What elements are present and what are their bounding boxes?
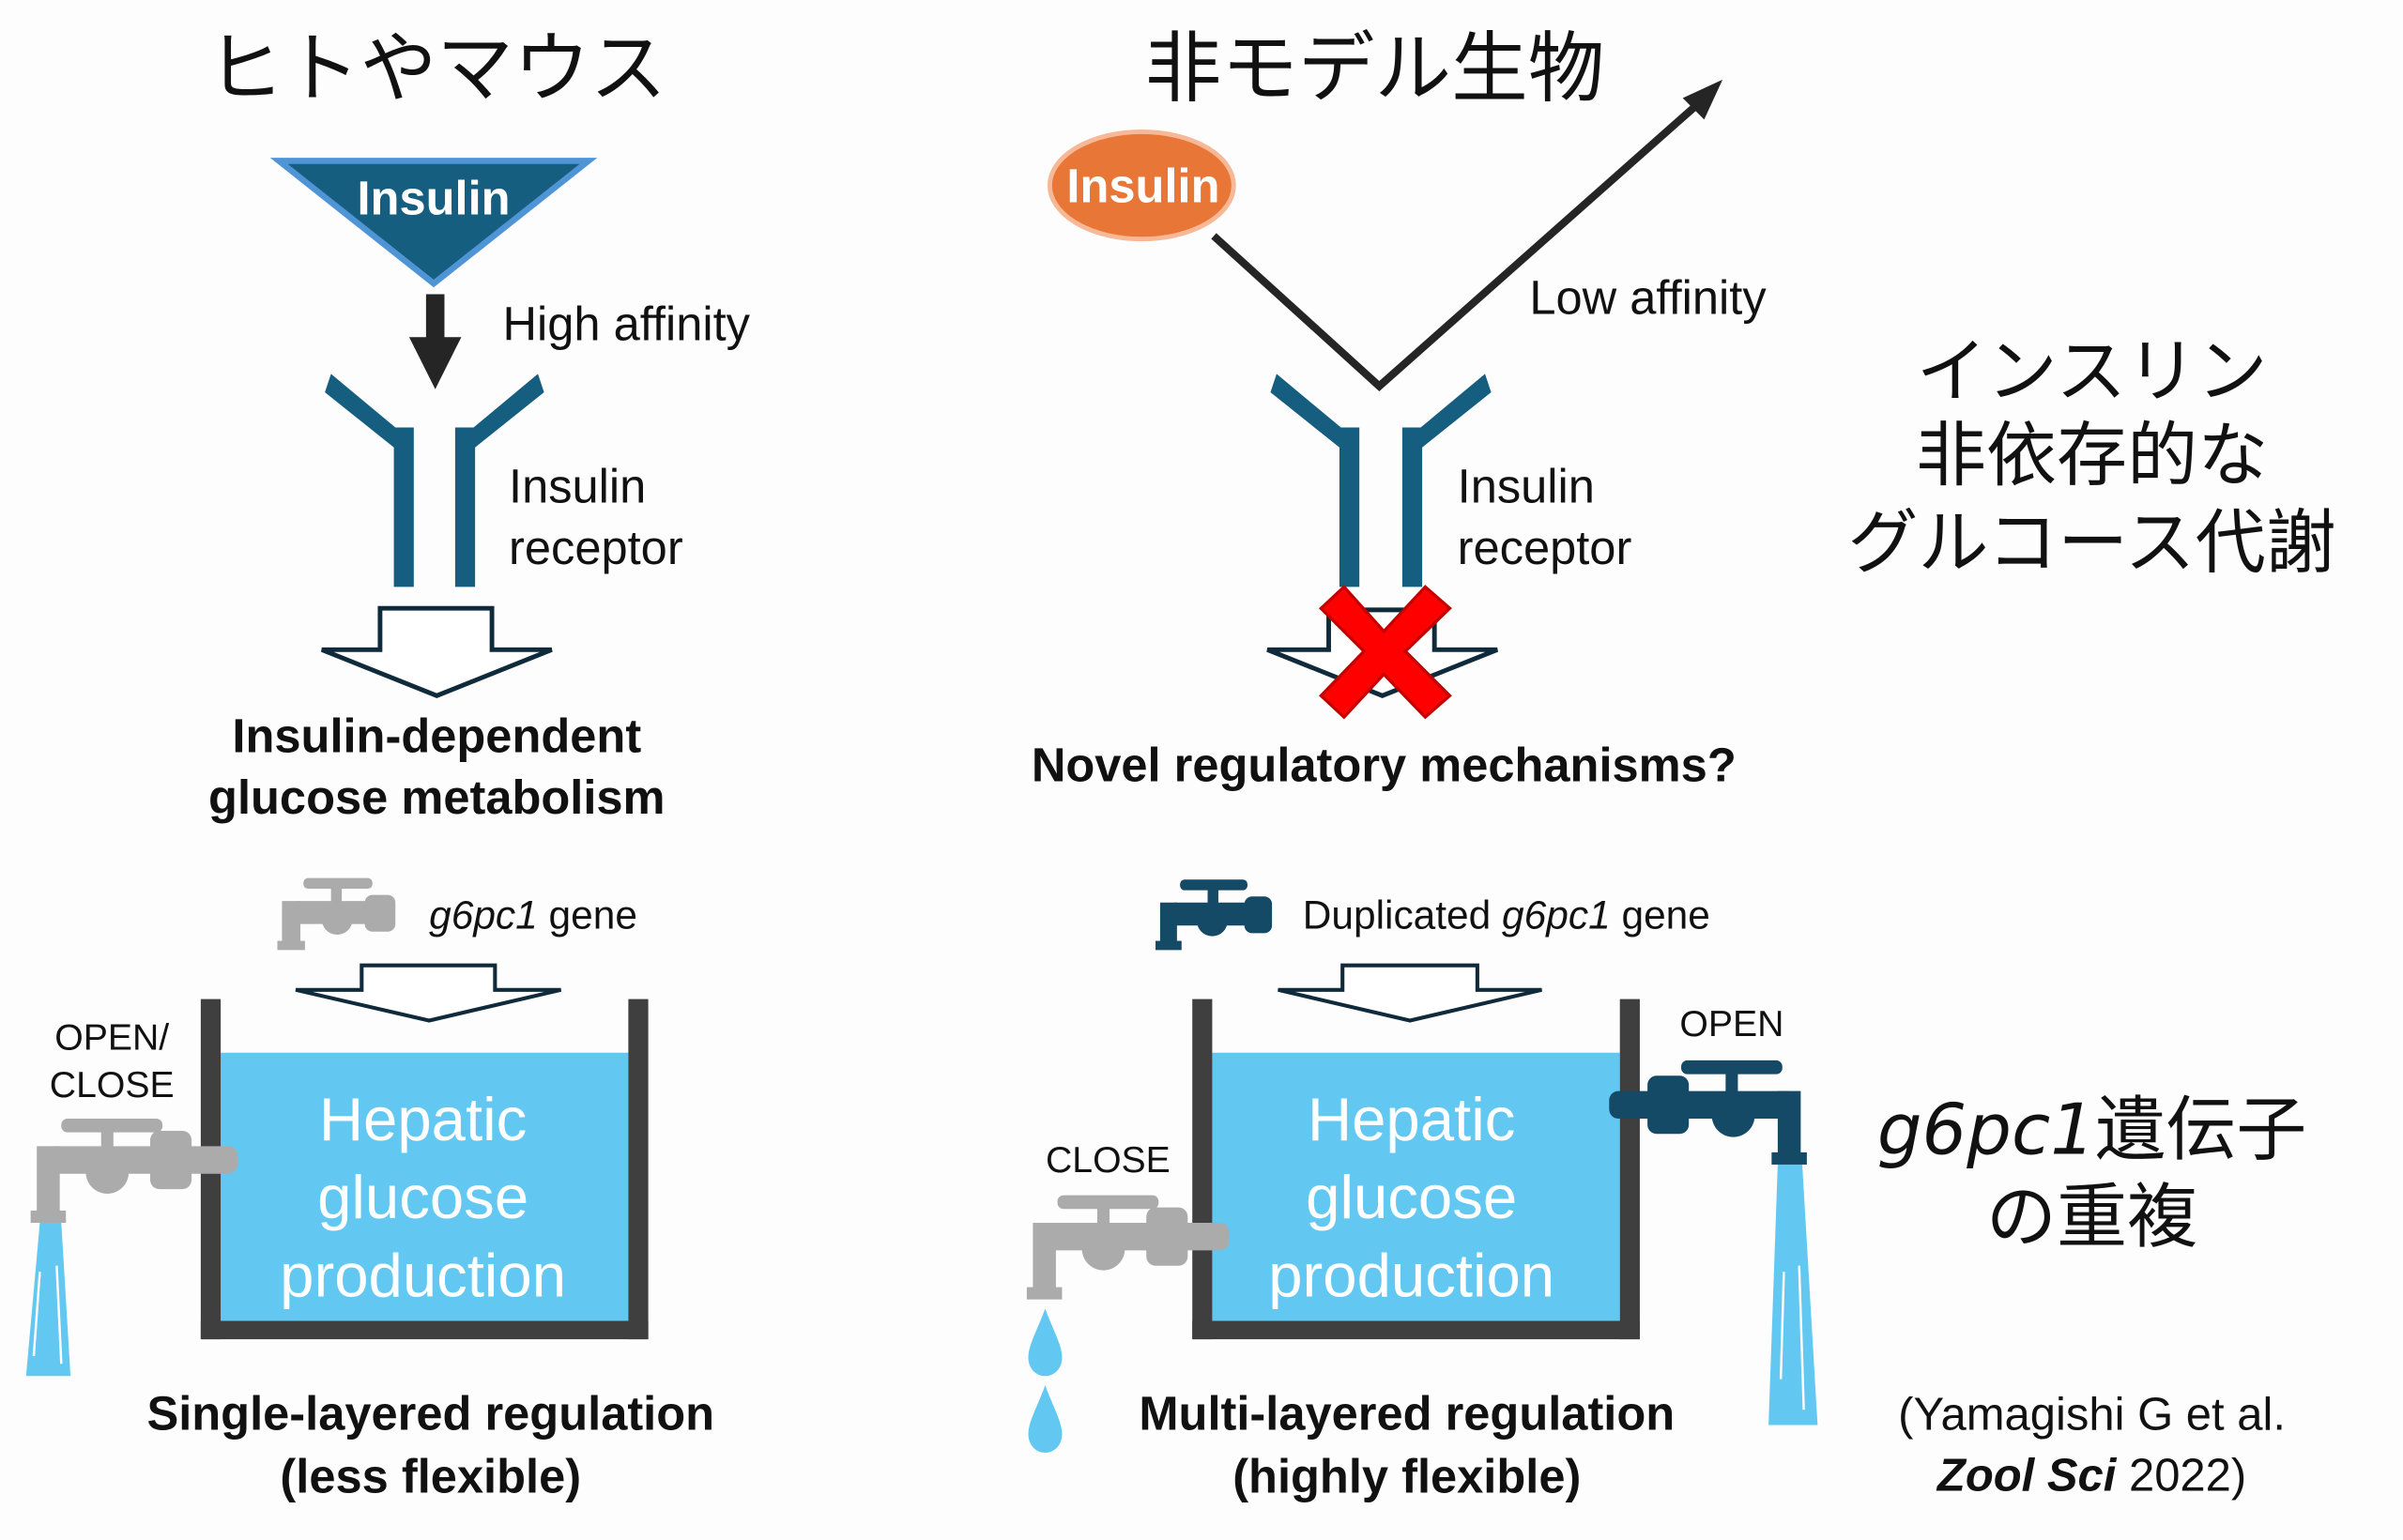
left-glucose-tank (200, 999, 649, 1340)
open-tap-label: OPEN (1679, 1004, 1783, 1044)
right-heading: 非モデル生物 (1145, 24, 1605, 114)
left-water-stream-icon (25, 1223, 71, 1377)
citation-spacer (2116, 1451, 2129, 1502)
left-gene-italic: g6pc1 (429, 892, 538, 937)
left-caption-line2: (less flexible) (280, 1449, 581, 1502)
left-tank-line3: production (280, 1241, 566, 1309)
insulin-oval-icon (1047, 129, 1236, 242)
right-glucose-tank (1192, 999, 1640, 1340)
left-gene-label: g6pc1 gene (429, 892, 637, 937)
citation-journal: Zool Sci (1936, 1451, 2118, 1502)
insulin-independent-line3: グルコース代謝 (1847, 501, 2335, 584)
right-gene-prefix: Duplicated (1303, 892, 1502, 937)
left-outcome-line1: Insulin-dependent (232, 709, 641, 763)
right-insulin-receptor-icon (1270, 374, 1492, 587)
right-receptor-label-line2: receptor (1458, 521, 1632, 574)
high-affinity-arrow-icon (408, 294, 462, 389)
left-outlet-tap-icon (30, 1118, 238, 1224)
insulin-triangle-icon (269, 158, 598, 288)
left-heading: ヒトやマウス (207, 24, 666, 114)
open-outlet-tap-icon (1609, 1060, 1807, 1165)
citation-line2: Zool Sci 2022) (1936, 1451, 2246, 1502)
duplication-line1: g6pc1遺伝子 (1877, 1089, 2306, 1171)
insulin-independent-line2: 非依存的な (1916, 414, 2268, 496)
right-gene-label: Duplicated g6pc1 gene (1303, 892, 1710, 937)
left-gene-arrow-icon (295, 963, 562, 1023)
duplication-line2: の重複 (1986, 1176, 2197, 1258)
close-tap-label: CLOSE (1046, 1140, 1171, 1181)
blocked-cross-icon (1318, 585, 1452, 720)
left-gene-rest: gene (538, 892, 637, 937)
duplication-gene-italic: g6pc1 (1877, 1089, 2095, 1171)
left-tap-state-line1: OPEN/ (54, 1017, 169, 1058)
right-tank-line1: Hepatic (1308, 1085, 1515, 1153)
high-affinity-label: High affinity (503, 297, 751, 350)
g6pc1-gene-tap-icon (277, 877, 396, 951)
right-insulin-label: Insulin (1066, 160, 1219, 213)
left-tank-line1: Hepatic (319, 1085, 527, 1153)
left-tank-line2: glucose (317, 1163, 528, 1231)
left-tap-state-line2: CLOSE (50, 1065, 175, 1105)
left-outcome-arrow-icon (320, 605, 553, 698)
closed-outlet-tap-icon (1026, 1195, 1230, 1300)
right-caption-line2: (highly flexible) (1232, 1449, 1581, 1502)
left-receptor-label-line2: receptor (509, 521, 683, 574)
right-panel: 非モデル生物 Insulin Low affinity Insulin rece… (1026, 24, 1818, 1502)
water-drops-icon (1028, 1308, 1063, 1453)
right-gene-italic: g6pc1 (1502, 892, 1611, 937)
right-gene-arrow-icon (1278, 963, 1542, 1023)
citation-line1: (Yamagishi G et al. (1898, 1389, 2286, 1440)
duplication-gene-rest: 遺伝子 (2095, 1089, 2306, 1171)
right-caption-line1: Multi-layered regulation (1139, 1386, 1675, 1440)
low-affinity-bounce-arrow-icon (1211, 79, 1723, 391)
insulin-independent-line1: インスリン (1917, 329, 2268, 412)
right-receptor-label-line1: Insulin (1458, 460, 1595, 513)
left-receptor-label-line1: Insulin (509, 460, 646, 513)
left-insulin-label: Insulin (358, 172, 511, 225)
right-outcome: Novel regulatory mechanisms? (1032, 739, 1737, 792)
right-tank-line2: glucose (1306, 1163, 1517, 1231)
right-water-stream-icon (1768, 1164, 1818, 1426)
side-notes: インスリン 非依存的な グルコース代謝 g6pc1遺伝子 の重複 (Yamagi… (1847, 329, 2335, 1501)
left-caption-line1: Single-layered regulation (146, 1386, 714, 1440)
right-gene-rest: gene (1611, 892, 1710, 937)
left-insulin-receptor-icon (325, 374, 544, 587)
citation-year: 2022) (2129, 1451, 2246, 1502)
right-tank-line3: production (1268, 1241, 1554, 1309)
duplicated-g6pc1-gene-tap-icon (1156, 879, 1273, 951)
low-affinity-label: Low affinity (1529, 271, 1767, 325)
left-panel: ヒトやマウス Insulin High affinity Insulin rec… (25, 24, 751, 1502)
left-outcome-line2: glucose metabolism (208, 770, 666, 824)
